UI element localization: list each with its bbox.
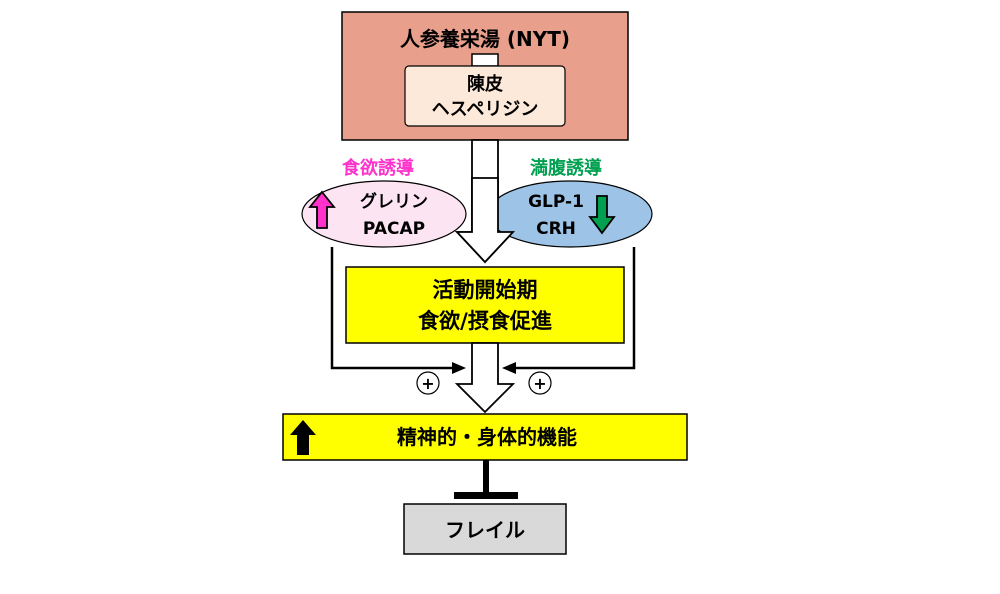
appetite-ellipse-line1: グレリン <box>360 191 428 212</box>
right-connector-line <box>516 247 636 370</box>
left-plus-circle-icon <box>416 371 440 395</box>
right-plus-circle-icon <box>528 371 552 395</box>
activity-box-line1: 活動開始期 <box>433 278 538 302</box>
satiety-ellipse-line1: GLP-1 <box>528 192 584 212</box>
function-box <box>282 413 688 461</box>
activity-box-line2: 食欲/摂食促進 <box>418 309 552 333</box>
nyt-box-title: 人参養栄湯 (NYT) <box>400 27 570 51</box>
activity-box <box>345 266 625 344</box>
second-down-arrow <box>454 342 516 414</box>
right-plus-sign: + <box>533 374 546 393</box>
left-plus-sign: + <box>421 374 434 393</box>
left-connector-line <box>330 247 452 370</box>
satiety-ellipse-line2: CRH <box>536 219 576 239</box>
pink-up-arrow-icon <box>308 190 336 229</box>
frailty-box-label: フレイル <box>445 518 525 542</box>
function-box-label: 精神的・身体的機能 <box>397 425 577 449</box>
green-down-arrow-icon <box>588 195 616 235</box>
black-up-arrow-icon <box>290 420 316 455</box>
appetite-induction-label: 食欲誘導 <box>341 157 414 179</box>
satiety-induction-label: 満腹誘導 <box>530 157 602 179</box>
main-down-arrow-overlay <box>454 177 516 264</box>
right-connector-arrowhead <box>502 362 516 374</box>
component-box-line1: 陳皮 <box>467 73 503 95</box>
appetite-ellipse <box>301 180 467 248</box>
appetite-ellipse-line2: PACAP <box>363 219 425 239</box>
inhibition-bar <box>454 492 518 499</box>
component-box <box>404 65 566 127</box>
left-connector-arrowhead <box>452 362 466 374</box>
inhibition-stem <box>483 460 489 494</box>
component-box-line2: ヘスペリジン <box>432 99 539 120</box>
frailty-box <box>403 503 567 555</box>
connector-stub <box>471 53 499 67</box>
